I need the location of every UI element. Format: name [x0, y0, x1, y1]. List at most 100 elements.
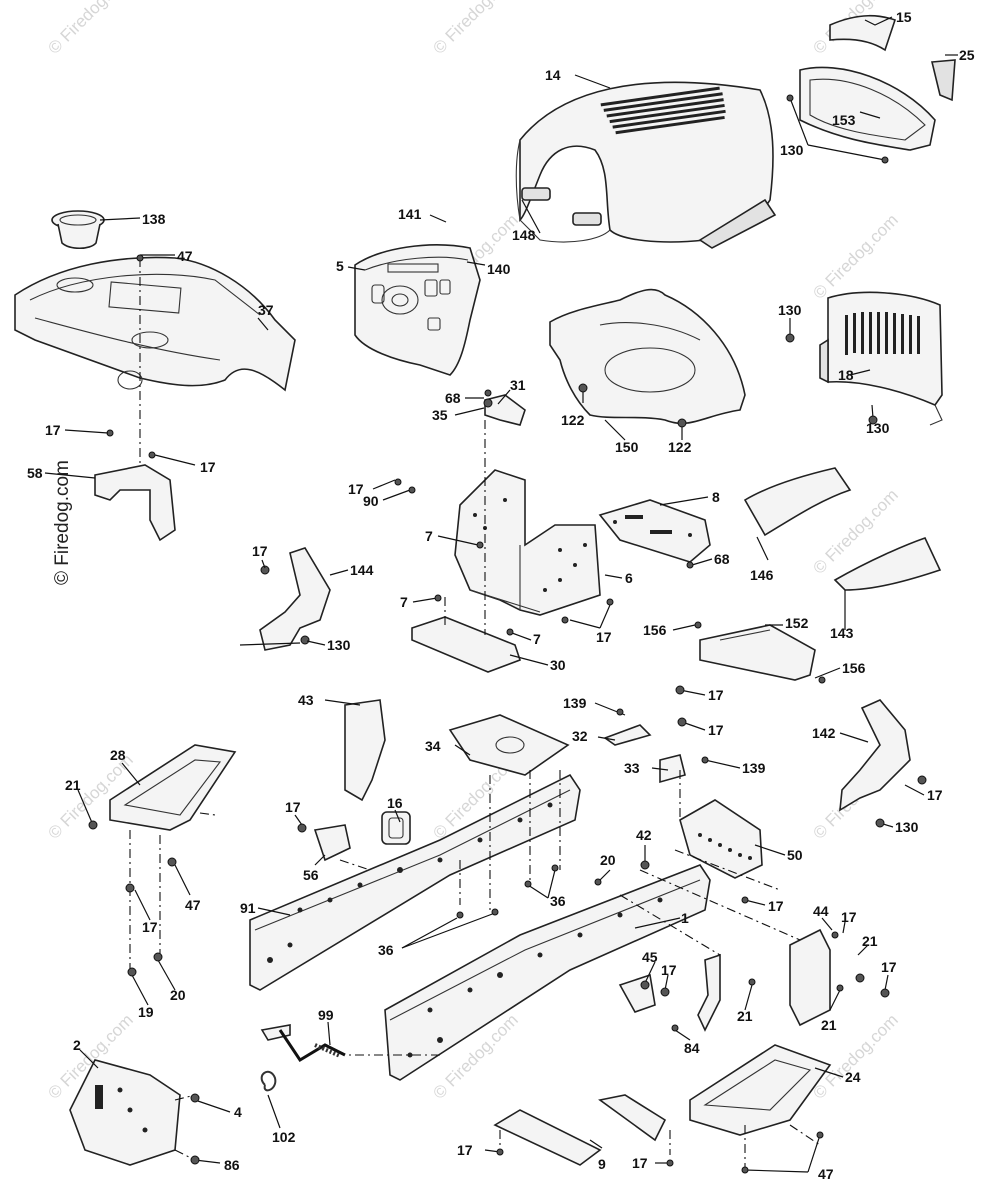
callout-141: 141: [398, 206, 422, 222]
callout-102: 102: [272, 1129, 296, 1145]
headlight-lens-part: [799, 14, 956, 151]
callout-44: 44: [813, 903, 829, 919]
callout-24: 24: [845, 1069, 861, 1085]
callout-17: 17: [348, 481, 364, 497]
callout-43: 43: [298, 692, 314, 708]
seat-pan-part: [549, 288, 746, 425]
callout-144: 144: [350, 562, 374, 578]
callout-17: 17: [45, 422, 61, 438]
bracket-32-part: [603, 724, 652, 746]
watermark-vertical: © Firedog.com: [52, 460, 73, 585]
callout-20: 20: [170, 987, 186, 1003]
callout-32: 32: [572, 728, 588, 744]
watermark: © Firedog.com: [44, 0, 136, 58]
callout-14: 14: [545, 67, 561, 83]
dash-panel-part: [354, 244, 481, 376]
callout-58: 58: [27, 465, 43, 481]
callout-130: 130: [866, 420, 890, 436]
callout-148: 148: [512, 227, 536, 243]
callout-47: 47: [185, 897, 201, 913]
cup-holder-part: [51, 210, 105, 250]
callout-37: 37: [258, 302, 274, 318]
callout-labels: 15 25 14 153 130 138 141 47 148 5 140 37…: [27, 9, 975, 1182]
callout-139: 139: [742, 760, 766, 776]
callout-150: 150: [615, 439, 639, 455]
callout-18: 18: [838, 367, 854, 383]
callout-6: 6: [625, 570, 633, 586]
callout-17: 17: [457, 1142, 473, 1158]
callout-25: 25: [959, 47, 975, 63]
callout-142: 142: [812, 725, 836, 741]
callout-130: 130: [778, 302, 802, 318]
bracket-31-part: [483, 389, 526, 426]
callout-84: 84: [684, 1040, 700, 1056]
bracket-45-part: [618, 973, 656, 1013]
callout-86: 86: [224, 1157, 240, 1173]
callout-139: 139: [563, 695, 587, 711]
callout-17: 17: [142, 919, 158, 935]
callout-17: 17: [881, 959, 897, 975]
bracket-144-part: [259, 547, 331, 651]
bracket-43-part: [344, 699, 386, 802]
callout-50: 50: [787, 847, 803, 863]
frame-rail-91-part: [249, 773, 581, 991]
callout-17: 17: [841, 909, 857, 925]
callout-21: 21: [65, 777, 81, 793]
callout-35: 35: [432, 407, 448, 423]
fender-part: [14, 256, 296, 392]
callout-28: 28: [110, 747, 126, 763]
watermark: © Firedog.com: [429, 0, 521, 58]
bracket-142-part: [839, 699, 927, 812]
bracket-44-part: [789, 928, 865, 1027]
callout-146: 146: [750, 567, 774, 583]
callout-15: 15: [896, 9, 912, 25]
callout-30: 30: [550, 657, 566, 673]
callout-130: 130: [780, 142, 804, 158]
callout-21: 21: [821, 1017, 837, 1033]
foot-rest-28-part: [109, 744, 237, 831]
callout-17: 17: [200, 459, 216, 475]
callout-20: 20: [600, 852, 616, 868]
foot-plate-30-part: [411, 616, 522, 673]
callout-34: 34: [425, 738, 441, 754]
callout-17: 17: [632, 1155, 648, 1171]
steering-support-part: [454, 469, 601, 616]
callout-130: 130: [327, 637, 351, 653]
callout-153: 153: [832, 112, 856, 128]
callout-17: 17: [768, 898, 784, 914]
side-panel-146-part: [743, 467, 852, 537]
callout-99: 99: [318, 1007, 334, 1023]
callout-1: 1: [681, 910, 689, 926]
callout-17: 17: [661, 962, 677, 978]
plate-34-part: [448, 714, 570, 776]
pin-102-part: [260, 1070, 277, 1092]
battery-tray-152-part: [699, 624, 816, 681]
callout-8: 8: [712, 489, 720, 505]
bracket-50-part: [679, 799, 763, 879]
hitch-plate-2-part: [69, 1059, 181, 1166]
watermark: © Firedog.com: [809, 210, 901, 302]
hood-part: [515, 81, 777, 249]
callout-16: 16: [387, 795, 403, 811]
callout-21: 21: [737, 1008, 753, 1024]
callout-56: 56: [303, 867, 319, 883]
callout-17: 17: [285, 799, 301, 815]
bracket-58-part: [94, 429, 176, 542]
callout-21: 21: [862, 933, 878, 949]
clip-56-part: [313, 824, 351, 862]
callout-4: 4: [234, 1104, 242, 1120]
callout-140: 140: [487, 261, 511, 277]
callout-2: 2: [73, 1037, 81, 1053]
leader-lines: [44, 16, 958, 1173]
callout-47: 47: [177, 248, 193, 264]
callout-152: 152: [785, 615, 809, 631]
callout-45: 45: [642, 949, 658, 965]
callout-7: 7: [425, 528, 433, 544]
callout-17: 17: [708, 722, 724, 738]
callout-19: 19: [138, 1004, 154, 1020]
frame-rail-1-part: [384, 864, 711, 1081]
callout-17: 17: [596, 629, 612, 645]
bolts: [88, 94, 890, 1174]
gasket-16-part: [381, 811, 411, 845]
